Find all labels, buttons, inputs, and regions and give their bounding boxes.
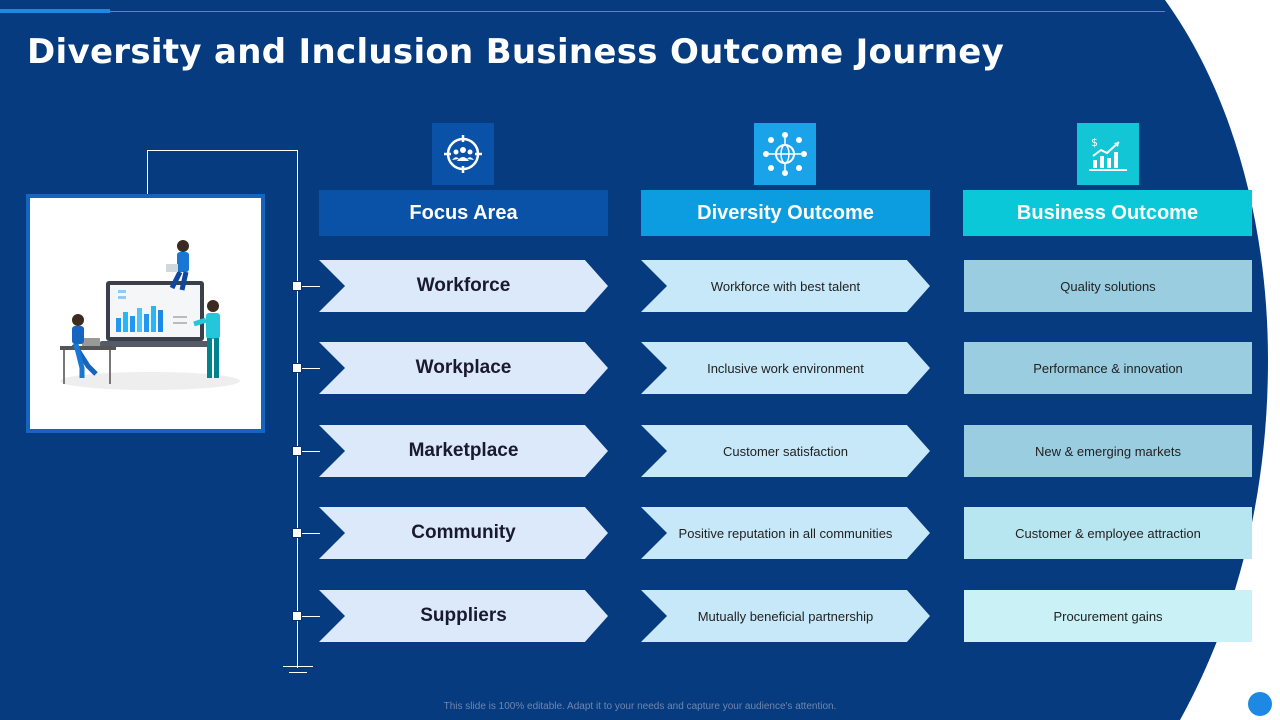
diversity-outcome-arrow: Workforce with best talent	[641, 260, 930, 312]
global-network-icon	[754, 123, 816, 185]
timeline-node	[292, 611, 302, 621]
diversity-outcome-arrow: Positive reputation in all communities	[641, 507, 930, 559]
diversity-label: Mutually beneficial partnership	[697, 608, 874, 624]
business-outcome-box: New & emerging markets	[964, 425, 1252, 477]
diversity-label: Inclusive work environment	[707, 360, 864, 376]
focus-label: Marketplace	[408, 440, 519, 461]
business-outcome-box: Procurement gains	[964, 590, 1252, 642]
header-diversity-outcome: Diversity Outcome	[641, 190, 930, 236]
diversity-outcome-arrow: Mutually beneficial partnership	[641, 590, 930, 642]
top-accent-bar	[0, 9, 110, 13]
svg-text:$: $	[1091, 136, 1098, 149]
node-connector	[298, 368, 320, 369]
business-outcome-box: Customer & employee attraction	[964, 507, 1252, 559]
timeline-node	[292, 528, 302, 538]
timeline-line	[297, 150, 298, 668]
diversity-outcome-arrow: Inclusive work environment	[641, 342, 930, 394]
focus-area-arrow: Workforce	[319, 260, 608, 312]
focus-label: Community	[411, 522, 516, 543]
timeline-node	[292, 281, 302, 291]
timeline-node	[292, 363, 302, 373]
top-divider	[0, 11, 1165, 12]
footer-note: This slide is 100% editable. Adapt it to…	[443, 701, 837, 712]
timeline-end-mark	[289, 672, 307, 673]
page-title: Diversity and Inclusion Business Outcome…	[27, 32, 1005, 72]
business-label: Procurement gains	[1053, 608, 1163, 624]
focus-label: Suppliers	[420, 605, 507, 626]
business-label: Performance & innovation	[1033, 360, 1183, 376]
business-outcome-box: Quality solutions	[964, 260, 1252, 312]
connector-line	[147, 150, 148, 194]
diversity-label: Workforce with best talent	[710, 278, 861, 294]
focus-area-arrow: Community	[319, 507, 608, 559]
focus-area-arrow: Suppliers	[319, 590, 608, 642]
business-label: Quality solutions	[1060, 278, 1156, 294]
focus-label: Workforce	[416, 275, 511, 296]
header-business-outcome: Business Outcome	[963, 190, 1252, 236]
growth-chart-icon: $	[1077, 123, 1139, 185]
team-target-icon	[432, 123, 494, 185]
illustration-card	[26, 194, 265, 433]
business-outcome-box: Performance & innovation	[964, 342, 1252, 394]
timeline-end-mark	[283, 666, 313, 667]
node-connector	[298, 616, 320, 617]
focus-area-arrow: Workplace	[319, 342, 608, 394]
diversity-label: Positive reputation in all communities	[678, 525, 893, 541]
focus-area-arrow: Marketplace	[319, 425, 608, 477]
diversity-label: Customer satisfaction	[723, 443, 848, 459]
node-connector	[298, 451, 320, 452]
corner-dot-icon	[1248, 692, 1272, 716]
diversity-outcome-arrow: Customer satisfaction	[641, 425, 930, 477]
timeline-node	[292, 446, 302, 456]
team-dashboard-illustration	[60, 240, 240, 390]
focus-label: Workplace	[415, 357, 512, 378]
node-connector	[298, 533, 320, 534]
business-label: New & emerging markets	[1035, 443, 1181, 459]
header-focus-area: Focus Area	[319, 190, 608, 236]
connector-line	[147, 150, 298, 151]
node-connector	[298, 286, 320, 287]
business-label: Customer & employee attraction	[1015, 525, 1201, 541]
